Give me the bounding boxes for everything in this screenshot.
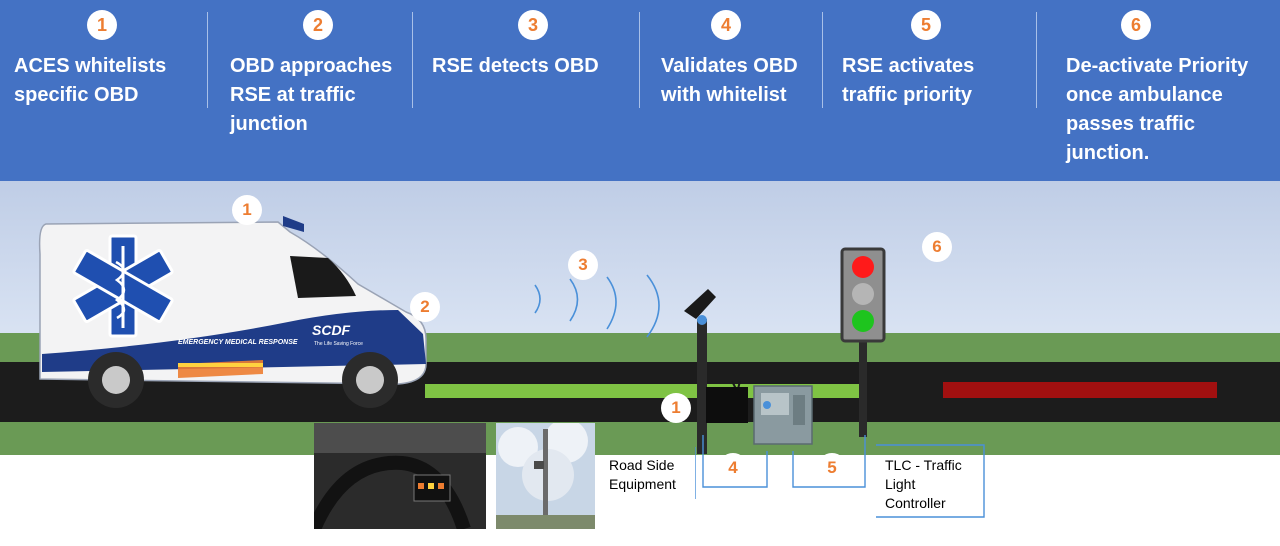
rse-label: Road Side Equipment <box>609 457 676 492</box>
obd-unit <box>706 380 748 423</box>
step-divider <box>822 12 823 108</box>
step-6: 6 De-activate Priority once ambulance pa… <box>1036 0 1280 181</box>
tlc-label: TLC - Traffic Light Controller <box>885 457 962 511</box>
step-5: 5 RSE activates traffic priority <box>822 0 1036 181</box>
step-text: OBD approaches RSE at traffic junction <box>230 55 393 135</box>
step-4: 4 Validates OBD with whitelist <box>639 0 822 181</box>
step-divider <box>639 12 640 108</box>
marker-rse-detect: 3 <box>568 250 598 280</box>
step-text: ACES whitelists specific OBD <box>14 55 167 106</box>
marker-validate: 4 <box>718 453 748 483</box>
step-divider <box>412 12 413 108</box>
step-1: 1 ACES whitelists specific OBD <box>0 0 207 181</box>
marker-deactivate: 6 <box>922 232 952 262</box>
dashboard-obd-photo <box>314 423 486 529</box>
roadside-pole-photo <box>496 423 595 529</box>
step-3: 3 RSE detects OBD <box>412 0 639 181</box>
ambulance-tagline: The Life Saving Force <box>314 341 363 347</box>
step-number: 2 <box>303 10 333 40</box>
step-text: RSE activates traffic priority <box>842 55 975 106</box>
star-of-life-icon <box>72 234 174 338</box>
ambulance: SCDF The Life Saving Force EMERGENCY MED… <box>38 216 427 408</box>
ambulance-brand: SCDF <box>312 322 351 338</box>
step-divider <box>1036 12 1037 108</box>
step-2: 2 OBD approaches RSE at traffic junction <box>207 0 412 181</box>
traffic-light-controller <box>753 385 813 445</box>
marker-whitelist: 1 <box>232 195 262 225</box>
marker-obd-unit: 1 <box>661 393 691 423</box>
step-text: Validates OBD with whitelist <box>661 55 798 106</box>
step-text: RSE detects OBD <box>432 55 599 77</box>
signal-wave-icon <box>534 274 660 338</box>
step-number: 3 <box>518 10 548 40</box>
steps-header: 1 ACES whitelists specific OBD 2 OBD app… <box>0 0 1280 181</box>
step-number: 5 <box>911 10 941 40</box>
step-divider <box>207 12 208 108</box>
step-text: De-activate Priority once ambulance pass… <box>1066 55 1249 164</box>
marker-activate: 5 <box>817 453 847 483</box>
marker-obd-approach: 2 <box>410 292 440 322</box>
priority-red-bar <box>943 382 1217 398</box>
step-number: 4 <box>711 10 741 40</box>
traffic-light-icon <box>840 247 886 437</box>
road-side-equipment <box>684 289 716 454</box>
step-number: 1 <box>87 10 117 40</box>
ambulance-side-text: EMERGENCY MEDICAL RESPONSE <box>178 339 298 346</box>
grass-verge-bottom <box>0 422 1280 455</box>
road-scene: SCDF The Life Saving Force EMERGENCY MED… <box>0 181 1280 546</box>
step-number: 6 <box>1121 10 1151 40</box>
connector-lines <box>695 435 985 518</box>
